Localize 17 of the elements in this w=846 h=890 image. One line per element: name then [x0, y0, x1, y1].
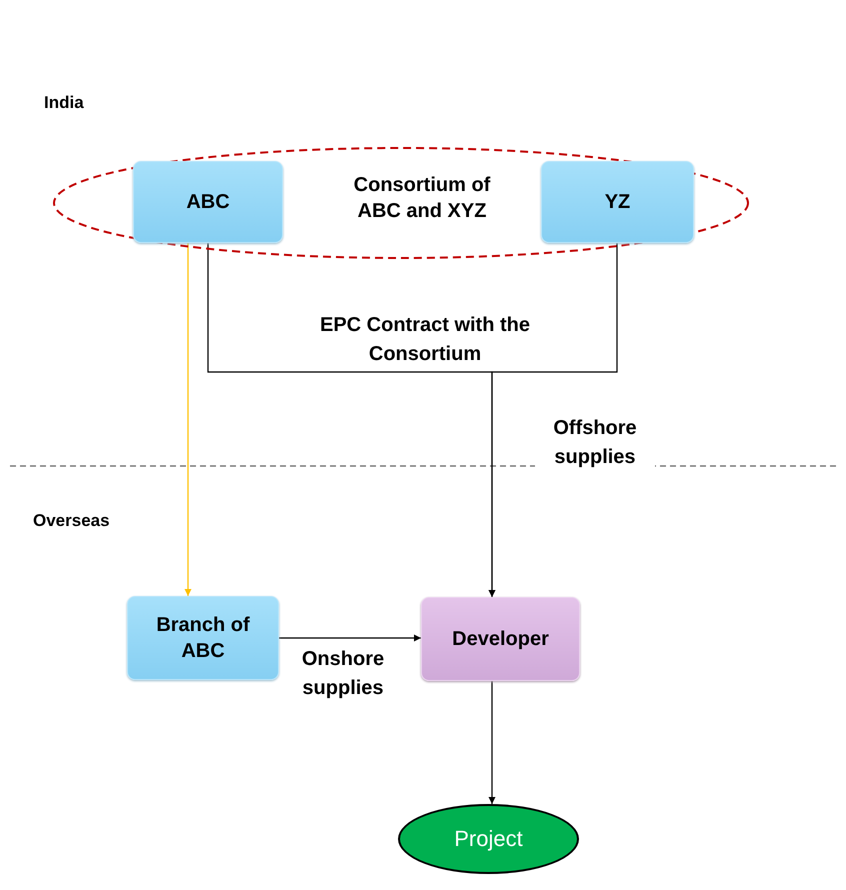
consortium-ellipse — [52, 146, 750, 260]
entity-box — [127, 596, 279, 680]
node-text: YZ — [604, 190, 630, 215]
node-text: Project — [454, 826, 523, 852]
arrow — [279, 634, 421, 642]
node-text: Branch of ABC — [155, 613, 251, 664]
arrow — [488, 243, 618, 597]
node-text: Developer — [452, 627, 549, 652]
consortium-label: Consortium of ABC and XYZ — [352, 173, 492, 224]
entity-box — [541, 161, 694, 243]
arrow — [488, 681, 496, 804]
entity-box — [133, 161, 283, 243]
developer-box — [421, 597, 580, 681]
region-label: India — [44, 92, 84, 114]
node-text: ABC — [186, 190, 230, 215]
arrow — [184, 243, 192, 596]
region-label: Overseas — [33, 510, 110, 532]
